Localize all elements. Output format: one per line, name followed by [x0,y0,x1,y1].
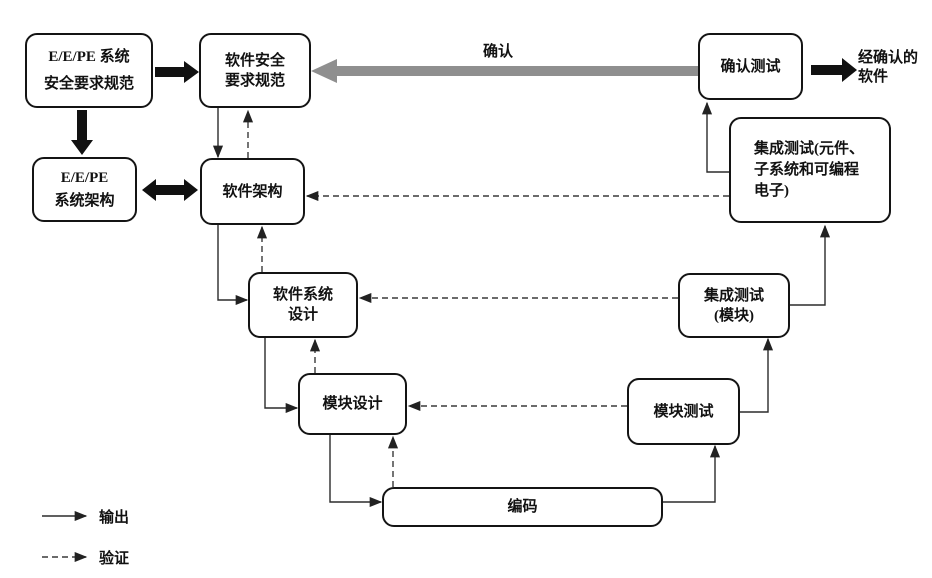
thick-black-arrows [71,58,857,201]
box-label-line: 电子) [754,182,789,199]
box-label-line: 安全要求规范 [43,75,134,92]
gray-validation-arrow [311,59,698,83]
box-label-line: 设计 [287,307,318,323]
thick-arrow-eepesrs-to-swsrs [155,61,199,83]
box-label-line: (模块) [714,307,754,324]
box-label-line: 编码 [507,499,538,515]
box-label-line: 确认测试 [720,58,781,75]
validation-arrow-label: 确认 [482,44,513,60]
box-integration-test-components-subsystems-pe: 集成测试(元件、 子系统和可编程 电子) [729,117,891,223]
box-module-design: 模块设计 [298,373,407,435]
legend-verification-label: 验证 [99,551,130,567]
box-software-system-design: 软件系统 设计 [248,272,358,338]
box-label-line: 模块设计 [322,396,383,412]
box-label-line: 模块测试 [653,403,714,420]
verification-connectors [242,109,729,487]
output-arrow-moduledesign-to-coding [329,435,383,508]
box-eepe-system-architecture: E/E/PE 系统架构 [32,157,137,222]
box-label-line: 系统架构 [54,192,115,209]
legend-symbols [42,510,88,563]
box-label-line: E/E/PE [60,169,109,186]
thick-arrow-validationtest-to-validatedsoftware [811,58,857,82]
thick-arrow-eepesrs-to-eepearch [71,110,93,155]
box-label-line: E/E/PE 系统 [48,48,130,65]
thick-double-arrow-eepearch-swarch [142,179,198,201]
box-label-line: 要求规范 [224,72,285,89]
output-arrow-integrationpe-to-validationtest [701,101,730,173]
validated-software-label: 经确认的 软件 [858,49,918,87]
legend-output-label: 输出 [99,510,130,526]
validated-software-line: 软件 [858,69,889,85]
box-module-test: 模块测试 [627,378,740,445]
output-connectors [212,101,831,508]
box-label-line: 软件系统 [272,287,333,303]
box-software-safety-requirements-spec: 软件安全 要求规范 [199,33,311,108]
output-arrow-swarch-to-swsysdesign [217,225,249,306]
output-arrow-swsysdesign-to-moduledesign [264,338,299,414]
output-arrow-coding-to-moduletest [663,444,721,503]
box-coding: 编码 [382,487,663,527]
box-label-line: 软件安全 [224,52,285,69]
output-arrow-integrationmodule-to-integrationpe [790,224,831,306]
box-validation-test: 确认测试 [698,33,803,100]
box-label-line: 子系统和可编程 [754,161,860,178]
output-arrow-moduletest-to-integrationmodule [740,337,774,413]
box-integration-test-module: 集成测试 (模块) [678,273,790,338]
box-eepe-system-safety-requirements-spec: E/E/PE 系统 安全要求规范 [25,33,153,108]
box-label-line: 软件架构 [222,183,283,200]
validated-software-line: 经确认的 [858,50,919,66]
box-label-line: 集成测试 [703,287,764,304]
box-label-line: 集成测试(元件、 [754,140,864,157]
box-software-architecture: 软件架构 [200,158,305,225]
